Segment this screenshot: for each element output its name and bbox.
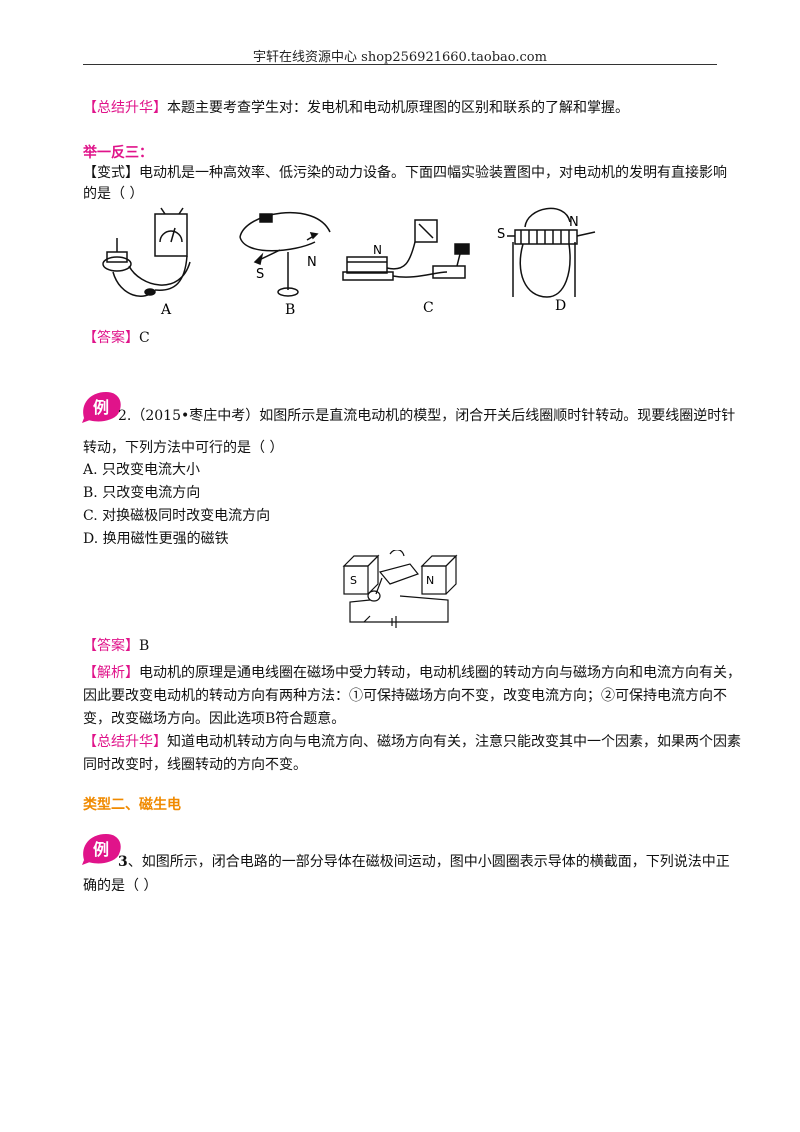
figure-label-c: C — [423, 300, 434, 316]
dc-motor-figure: S N — [342, 550, 458, 628]
example2-summary-line-2: 同时改变时，线圈转动的方向不变。 — [83, 757, 307, 773]
example2-summary-line-1: 【总结升华】知道电动机转动方向与电流方向、磁场方向有关，注意只能改变其中一个因素… — [83, 732, 741, 752]
figure-label-d: D — [555, 298, 566, 314]
example3-line-1: 3、如图所示，闭合电路的一部分导体在磁极间运动，图中小圆圈表示导体的横截面，下列… — [118, 852, 730, 872]
figure-b-n-label: N — [307, 255, 317, 270]
practice-answer: 【答案】C — [83, 328, 150, 348]
example2-line-2: 转动，下列方法中可行的是（ ） — [83, 440, 284, 456]
option-d: D. 换用磁性更强的磁铁 — [83, 531, 229, 547]
example2-summary-tag: 【总结升华】 — [83, 734, 167, 750]
practice-question-line-1: 【变式】电动机是一种高效率、低污染的动力设备。下面四幅实验装置图中，对电动机的发… — [83, 163, 727, 183]
analysis-tag: 【解析】 — [83, 665, 139, 681]
option-c: C. 对换磁极同时改变电流方向 — [83, 508, 271, 524]
analysis-line-2: 因此要改变电动机的转动方向有两种方法：①可保持磁场方向不变，改变电流方向；②可保… — [83, 688, 727, 704]
figure-label-b: B — [285, 302, 295, 318]
figure-label-a: A — [160, 302, 172, 318]
figure-c-n-label: N — [373, 243, 382, 257]
example2-answer: 【答案】B — [83, 636, 149, 656]
practice-heading: 举一反三： — [83, 145, 153, 161]
header-rule — [83, 64, 717, 65]
option-a: A. 只改变电流大小 — [83, 462, 201, 478]
example3-badge-label: 例 — [93, 840, 109, 859]
variant-tag: 【变式】 — [83, 165, 139, 181]
figure-d-s-label: S — [497, 227, 505, 242]
practice-question-line-2: 的是（ ） — [83, 186, 144, 202]
example2-line-1: 2.（2015•枣庄中考）如图所示是直流电动机的模型，闭合开关后线圈顺时针转动。… — [118, 408, 736, 424]
motor-s-label: S — [350, 574, 357, 587]
summary-tag: 【总结升华】 — [83, 100, 167, 116]
page-header: 宇轩在线资源中心 shop256921660.taobao.com — [253, 50, 547, 65]
example3-number: 3 — [118, 854, 128, 870]
analysis-text-1: 电动机的原理是通电线圈在磁场中受力转动，电动机线圈的转动方向与磁场方向和电流方向… — [139, 665, 741, 681]
example3-badge-icon: 例 — [82, 834, 121, 865]
experiment-figures: S N N S N A B C D — [102, 207, 596, 318]
example2-answer-value: B — [139, 638, 150, 654]
summary-paragraph-1: 【总结升华】本题主要考查学生对：发电机和电动机原理图的区别和联系的了解和掌握。 — [83, 98, 629, 118]
analysis-line-3: 变，改变磁场方向。因此选项B符合题意。 — [83, 711, 346, 727]
answer-value: C — [139, 330, 150, 346]
figure-b-s-label: S — [256, 267, 264, 282]
summary-text: 本题主要考查学生对：发电机和电动机原理图的区别和联系的了解和掌握。 — [167, 100, 629, 116]
variant-text: 电动机是一种高效率、低污染的动力设备。下面四幅实验装置图中，对电动机的发明有直接… — [139, 165, 727, 181]
figure-a-compass — [102, 238, 132, 272]
example3-text-1: 、如图所示，闭合电路的一部分导体在磁极间运动，图中小圆圈表示导体的横截面，下列说… — [127, 854, 730, 870]
example-badge-label: 例 — [93, 398, 109, 417]
example2-answer-tag: 【答案】 — [83, 638, 139, 654]
figure-d-n-label: N — [569, 215, 579, 230]
example-badge-icon: 例 — [82, 392, 121, 423]
figure-a-galvanometer — [154, 207, 188, 257]
option-b: B. 只改变电流方向 — [83, 485, 201, 501]
example3-line-2: 确的是（ ） — [83, 878, 158, 894]
example2-summary-text-1: 知道电动机转动方向与电流方向、磁场方向有关，注意只能改变其中一个因素，如果两个因… — [167, 734, 741, 750]
answer-tag: 【答案】 — [83, 330, 139, 346]
analysis-line-1: 【解析】电动机的原理是通电线圈在磁场中受力转动，电动机线圈的转动方向与磁场方向和… — [83, 663, 741, 683]
motor-n-label: N — [426, 574, 434, 587]
section-title: 类型二、磁生电 — [83, 797, 181, 813]
